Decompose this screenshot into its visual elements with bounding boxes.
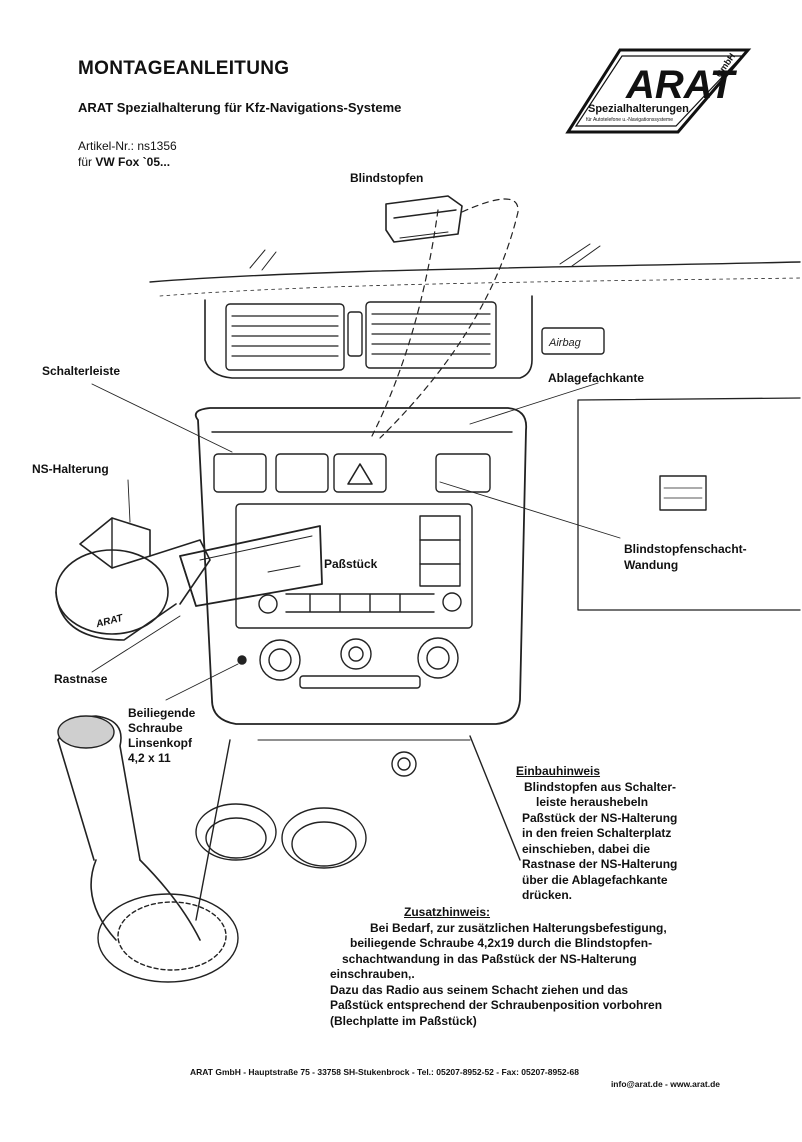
einbauhinweis-line: in den freien Schalterplatz (522, 826, 672, 840)
airbag-badge (541, 327, 605, 355)
einbauhinweis-line: Paßstück der NS-Halterung (522, 810, 678, 825)
label-schacht-line1: Blindstopfenschacht- (624, 542, 747, 556)
einbauhinweis-line: über die Ablagefachkante (522, 872, 668, 887)
logo-brand: ARAT (625, 63, 738, 107)
arat-logo: ARAT GmbH Spezialhalterungen für Autotel… (565, 48, 752, 134)
label-schalterleiste: Schalterleiste (42, 364, 121, 378)
label-ablagefachkante: Ablagefachkante (548, 371, 645, 385)
zusatzhinweis-line: Paßstück entsprechend der Schraubenposit… (330, 998, 663, 1012)
footer-contact: info@arat.de - www.arat.de (610, 1079, 720, 1089)
label-schacht-line2: Wandung (624, 558, 679, 572)
document-subtitle: ARAT Spezialhalterung für Kfz-Navigation… (78, 100, 402, 115)
article-info: Artikel-Nr.: ns1356 für VW Fox `05... (78, 138, 177, 170)
zusatzhinweis-line: (Blechplatte im Paßstück) (330, 1013, 477, 1028)
label-schraube: Beiliegende Schraube Linsenkopf 4,2 x 11 (128, 706, 195, 766)
document-title: MONTAGEANLEITUNG (78, 58, 290, 79)
label-schraube-line: 4,2 x 11 (128, 751, 171, 765)
label-schraube-line: Linsenkopf (128, 736, 193, 750)
airbag-label: Airbag (548, 337, 582, 349)
einbauhinweis-line: einschieben, dabei die (522, 841, 651, 856)
side-switch (659, 475, 707, 511)
zusatzhinweis-line: Dazu das Radio aus seinem Schacht ziehen… (330, 982, 629, 997)
einbauhinweis-heading: Einbauhinweis (516, 764, 601, 778)
power-outlet (391, 751, 417, 777)
logo-tagline-small: für Autotelefone u.-Navigationssysteme (586, 117, 673, 123)
zusatzhinweis-heading: Zusatzhinweis: (404, 905, 491, 919)
label-ns-halterung: NS-Halterung (32, 462, 109, 476)
vent-adjuster (347, 311, 363, 357)
einbauhinweis-line: leiste heraushebeln (536, 795, 649, 809)
zusatzhinweis-line: einschrauben,. (330, 967, 415, 981)
label-schraube-line: Schraube (128, 721, 183, 735)
gear-shifter (57, 715, 239, 983)
label-rastnase: Rastnase (54, 672, 108, 686)
leader-lines (91, 382, 621, 701)
zusatzhinweis-line: schachtwandung in das Paßstück der NS-Ha… (342, 951, 637, 966)
climate-controls (259, 637, 459, 689)
einbauhinweis-block: Einbauhinweis Blindstopfen aus Schalter-… (516, 764, 677, 904)
zusatzhinweis-line: beiliegende Schraube 4,2x19 durch die Bl… (350, 936, 653, 950)
blind-plug (385, 195, 463, 243)
switch-strip (213, 453, 491, 493)
cup-holders (195, 803, 367, 869)
einbauhinweis-line: drücken. (522, 888, 573, 902)
logo-tagline: Spezialhalterungen (588, 103, 689, 115)
zusatzhinweis-line: Bei Bedarf, zur zusätzlichen Halterungsb… (370, 920, 667, 935)
radio-unit (235, 503, 473, 629)
footer-address: ARAT GmbH - Hauptstraße 75 - 33758 SH-St… (190, 1067, 579, 1077)
screw-mark (237, 655, 247, 665)
article-number: Artikel-Nr.: ns1356 (78, 139, 177, 153)
einbauhinweis-line: Rastnase der NS-Halterung (522, 857, 678, 871)
vehicle-prefix: für (78, 155, 96, 169)
einbauhinweis-line: Blindstopfen aus Schalter- (524, 779, 677, 794)
label-blindstopfen: Blindstopfen (350, 171, 424, 185)
label-passtueck: Paßstück (324, 557, 378, 571)
air-vent-right (365, 301, 497, 369)
vehicle-line: für VW Fox `05... (78, 154, 177, 170)
fitting-piece (179, 525, 323, 607)
zusatzhinweis-block: Zusatzhinweis: Bei Bedarf, zur zusätzlic… (330, 905, 667, 1029)
label-schraube-line: Beiliegende (128, 706, 196, 720)
label-blindstopfenschacht: Blindstopfenschacht- Wandung (624, 541, 747, 573)
air-vent-left (225, 303, 345, 371)
vehicle-model: VW Fox `05... (95, 155, 171, 169)
